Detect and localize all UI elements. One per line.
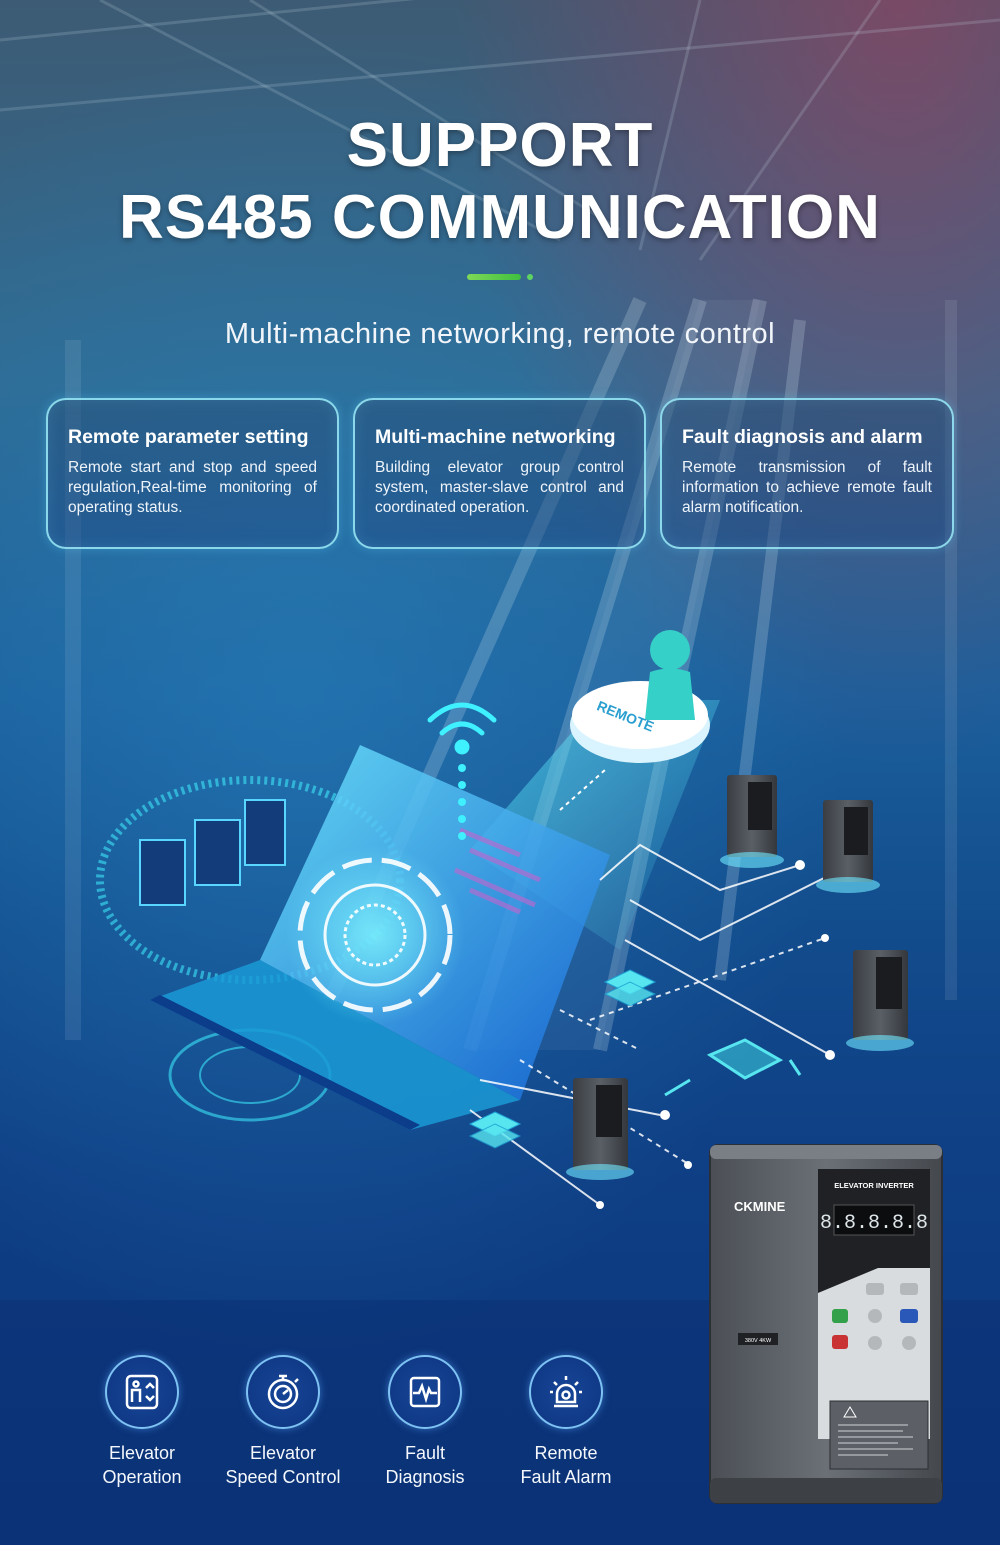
page-title-line2: RS485 COMMUNICATION <box>119 183 881 252</box>
card-remote-parameter-setting: Remote parameter setting Remote start an… <box>46 398 339 549</box>
card-multi-machine-networking: Multi-machine networking Building elevat… <box>353 398 646 549</box>
speedometer-icon <box>267 1374 299 1410</box>
panel-title: ELEVATOR INVERTER <box>834 1181 914 1190</box>
title-divider <box>467 274 537 280</box>
elevator-inverter-product: CKMINE ELEVATOR INVERTER 8.8.8.8.8 380V … <box>709 1144 943 1504</box>
network-illustration: REMOTE <box>96 630 914 1209</box>
seven-segment-display: 8.8.8.8.8 <box>820 1212 928 1235</box>
brand-logo: CKMINE <box>734 1199 786 1214</box>
rating-label: 380V 4KW <box>745 1338 772 1344</box>
card-title: Remote parameter setting <box>68 426 309 448</box>
elevator-icon <box>125 1374 159 1410</box>
server-rack-icon <box>139 799 286 906</box>
card-title: Fault diagnosis and alarm <box>682 426 923 448</box>
page-subtitle: Multi-machine networking, remote control <box>224 318 776 350</box>
card-title: Multi-machine networking <box>375 426 616 448</box>
laptop-icon <box>150 745 610 1130</box>
inverter-node <box>816 800 880 893</box>
card-text: Building elevator group control system, … <box>375 459 624 516</box>
inverter-node <box>566 1078 634 1180</box>
remote-operator-badge: REMOTE <box>570 630 710 763</box>
chip-icon <box>664 1038 802 1097</box>
inverter-node <box>720 775 784 868</box>
card-text: Remote transmission of fault information… <box>682 459 932 516</box>
keypad <box>832 1283 918 1350</box>
alarm-light-icon <box>550 1376 582 1408</box>
waveform-icon <box>409 1376 441 1408</box>
data-layer-icon <box>468 969 657 1149</box>
inverter-node <box>846 950 914 1051</box>
page-title-line1: SUPPORT <box>346 111 654 180</box>
card-text: Remote start and stop and speed regulati… <box>68 459 317 516</box>
wifi-icon <box>427 702 497 755</box>
page-title: SUPPORT RS485 COMMUNICATION <box>0 110 1000 254</box>
warning-icon <box>843 1406 857 1418</box>
card-fault-diagnosis-alarm: Fault diagnosis and alarm Remote transmi… <box>660 398 954 549</box>
